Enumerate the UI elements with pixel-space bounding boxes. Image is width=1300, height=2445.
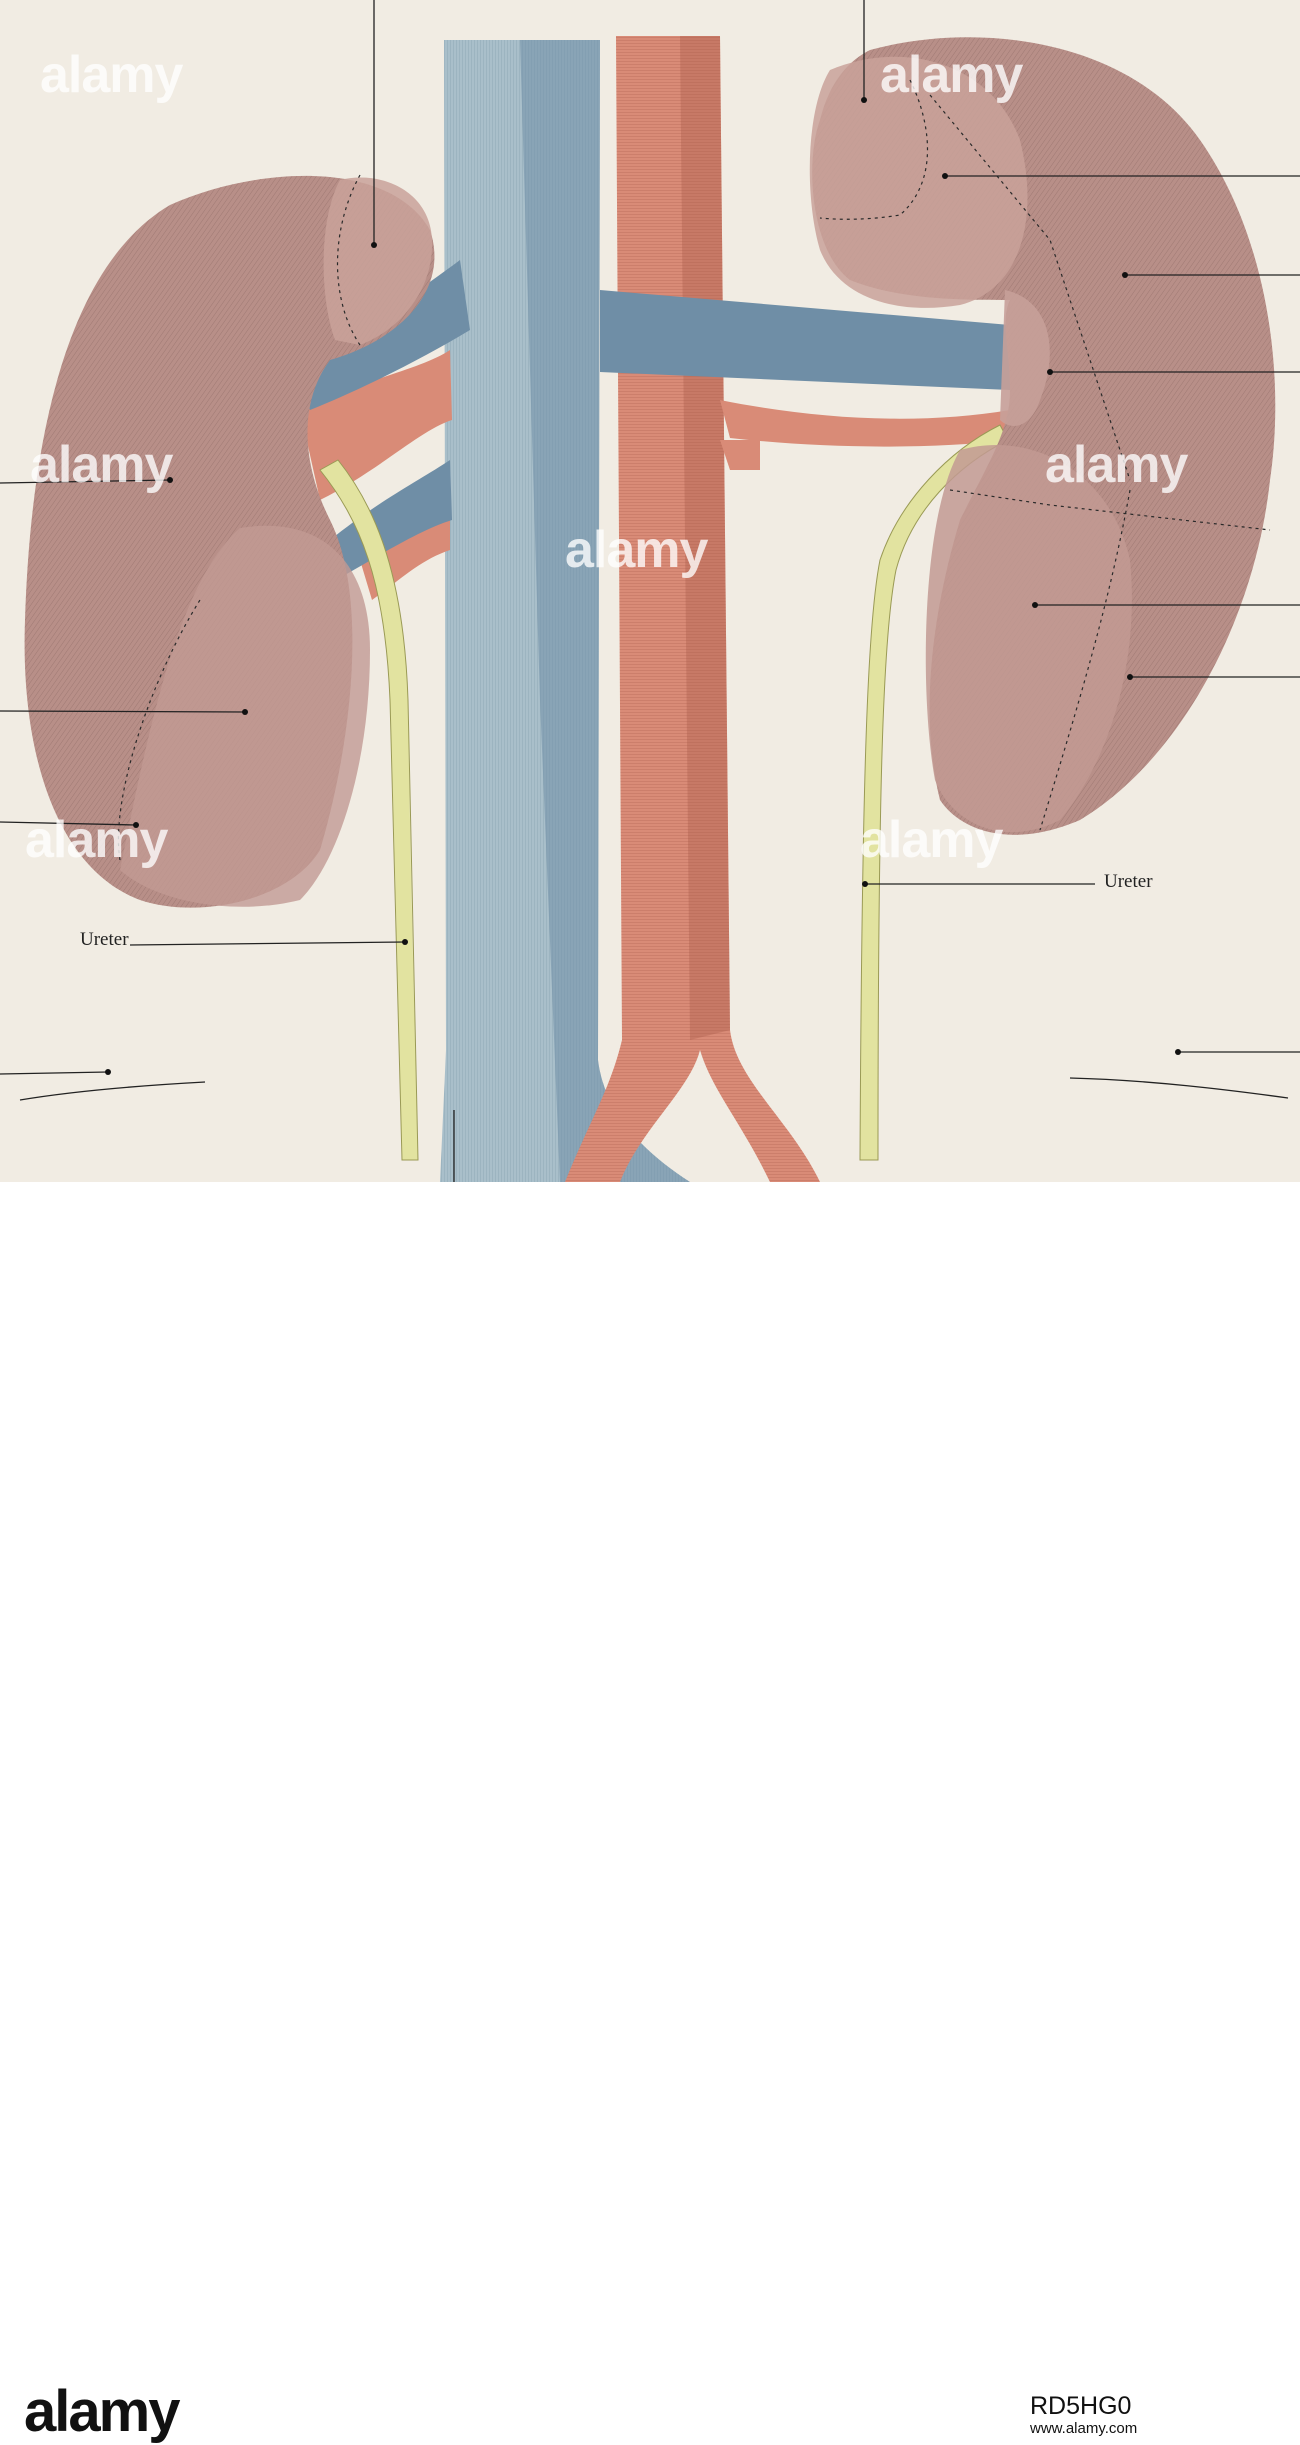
watermark: alamy (565, 521, 708, 579)
watermark: alamy (860, 811, 1003, 869)
leader-lines (0, 0, 1300, 1182)
watermark: alamy (880, 46, 1023, 104)
image-id: RD5HG0 (1030, 2392, 1132, 2420)
left-kidney (24, 174, 435, 908)
leader-dots (105, 97, 1181, 1075)
ureter-left-label: Ureter (80, 929, 129, 950)
ureter-right-label: Ureter (1104, 871, 1153, 892)
watermark: alamy (1045, 436, 1188, 494)
alamy-logo: alamy (24, 2379, 180, 2444)
watermark: alamy (40, 46, 183, 104)
credit-url: www.alamy.com (1030, 2420, 1138, 2437)
inferior-vena-cava (440, 40, 690, 1182)
watermark: alamy (25, 811, 168, 869)
anatomy-plate: Ureter Ureter alamy alamy alamy alamy al… (0, 0, 1300, 1182)
watermark: alamy (30, 436, 173, 494)
ureters (319, 424, 1009, 1161)
right-renal-vessels (600, 290, 1012, 470)
kidneys-illustration (0, 0, 1300, 1182)
aorta (565, 36, 820, 1182)
right-kidney (809, 37, 1276, 835)
stock-footer: alamy RD5HG0 www.alamy.com (0, 1182, 1300, 2444)
